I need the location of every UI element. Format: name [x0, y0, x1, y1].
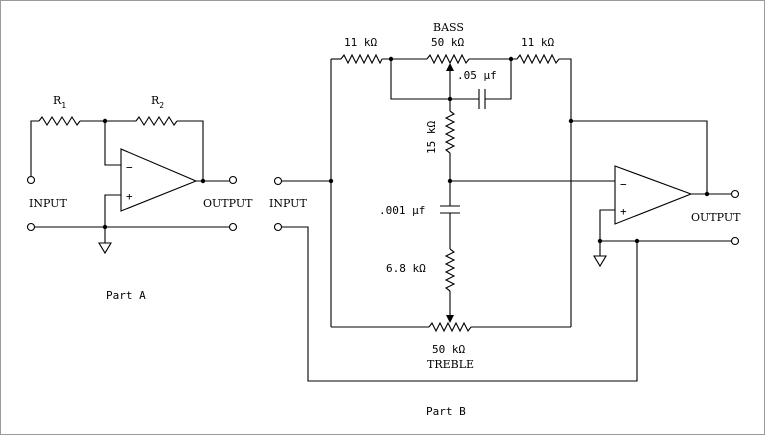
- part-b-r11k-right-label: 11 kΩ: [521, 36, 554, 49]
- part-b-junction: [447, 96, 453, 102]
- part-a-feedback-wire: [177, 120, 204, 181]
- part-b-junction: [597, 238, 603, 244]
- part-b-junction: [634, 238, 640, 244]
- part-b-bass-label: BASS: [433, 21, 464, 34]
- part-b-output-label: OUTPUT: [691, 211, 741, 224]
- part-a-input-terminal: [26, 175, 36, 185]
- part-b-ground-input-terminal: [273, 222, 283, 232]
- part-a-resistor-r2: [135, 115, 178, 127]
- part-a-noninverting-wire: [104, 194, 121, 227]
- part-b-ground-return-wire: [282, 226, 638, 382]
- part-b-treble-potentiometer: [428, 321, 472, 333]
- part-a-ground-output-terminal: [228, 222, 238, 232]
- part-b-resistor-11k-left: [340, 53, 383, 65]
- part-b-input-label: INPUT: [269, 197, 307, 210]
- part-b-plus-sign: +: [620, 205, 627, 218]
- part-b-output-terminal: [730, 189, 740, 199]
- part-b-resistor-6k8: [444, 248, 456, 292]
- part-a-ground-input-terminal: [26, 222, 36, 232]
- part-b-circuit: BASS 11 kΩ 50 kΩ 11 kΩ .05 µf 15 kΩ .001…: [269, 21, 741, 418]
- part-a-junction: [200, 178, 206, 184]
- part-b-ground-icon: [593, 255, 607, 268]
- part-b-junction: [568, 118, 574, 124]
- part-b-input-terminal: [273, 176, 283, 186]
- part-b-r6k8-label: 6.8 kΩ: [386, 262, 426, 275]
- part-a-junction: [102, 118, 108, 124]
- part-a-minus-sign: −: [126, 161, 133, 174]
- part-b-minus-sign: −: [620, 178, 627, 191]
- part-a-plus-sign: +: [126, 190, 133, 203]
- part-b-bass-cap-wire: [485, 59, 512, 100]
- part-b-bass-potentiometer: [426, 53, 470, 65]
- part-b-right-rail: [559, 58, 572, 327]
- part-b-junction: [447, 178, 453, 184]
- part-b-r11k-left-label: 11 kΩ: [344, 36, 377, 49]
- part-a-opamp: [120, 148, 198, 212]
- part-b-treble-pot-label: 50 kΩ: [432, 343, 465, 356]
- part-a-ground-icon: [98, 242, 112, 255]
- part-b-caption: Part B: [426, 405, 466, 418]
- part-b-resistor-15k: [444, 110, 456, 154]
- part-b-bass-wiper-arrow-icon: [446, 63, 454, 71]
- part-a-junction: [102, 224, 108, 230]
- part-a-inverting-wire: [104, 121, 121, 166]
- part-b-bass-pot-label: 50 kΩ: [431, 36, 464, 49]
- part-a-r2-label: R2: [151, 94, 164, 110]
- part-a-circuit: R1 R2 − + INPUT OUTPUT Part A: [26, 94, 253, 302]
- part-a-input-wire: [30, 120, 39, 176]
- part-a-output-terminal: [228, 175, 238, 185]
- part-b-junction: [508, 56, 514, 62]
- part-b-feedback-wire: [571, 120, 708, 194]
- part-b-noninverting-wire: [599, 209, 615, 256]
- part-a-caption: Part A: [106, 289, 146, 302]
- part-b-opamp: [614, 165, 693, 225]
- part-a-resistor-r1: [38, 115, 81, 127]
- part-b-r15k-label: 15 kΩ: [425, 121, 438, 154]
- part-b-junction: [704, 191, 710, 197]
- part-b-treble-cap-label: .001 µf: [379, 204, 425, 217]
- part-b-treble-wiper-arrow-icon: [446, 315, 454, 323]
- part-a-input-label: INPUT: [29, 197, 67, 210]
- part-a-r1-label: R1: [53, 94, 66, 110]
- part-b-resistor-11k-right: [516, 53, 560, 65]
- part-b-junction: [388, 56, 394, 62]
- part-a-output-label: OUTPUT: [203, 197, 253, 210]
- part-b-bass-cap-label: .05 µf: [457, 69, 497, 82]
- part-b-ground-output-terminal: [730, 236, 740, 246]
- part-b-treble-label: TREBLE: [427, 358, 474, 371]
- part-b-junction: [328, 178, 334, 184]
